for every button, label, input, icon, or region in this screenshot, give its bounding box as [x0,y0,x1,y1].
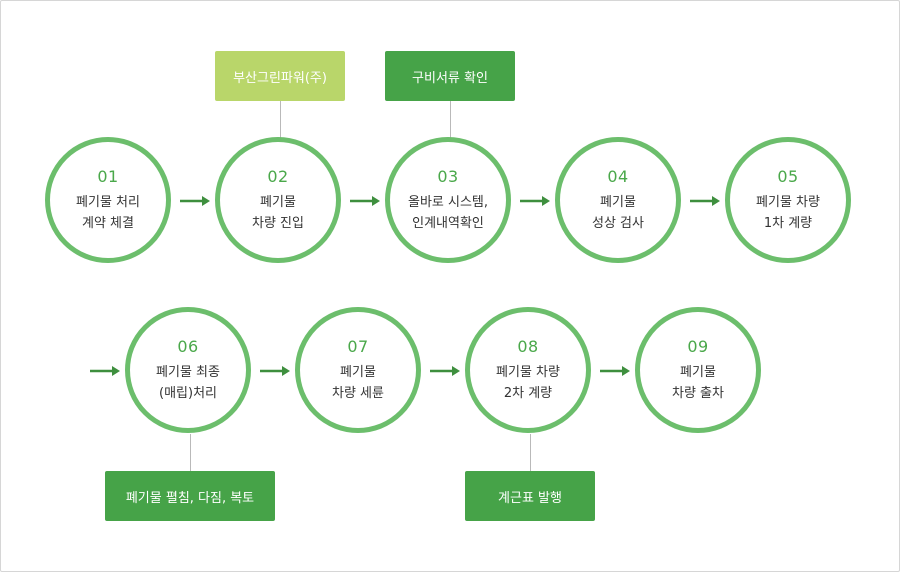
tag-weighing-ticket: 계근표 발행 [465,471,595,521]
step-number: 02 [267,166,289,186]
step-04: 04 폐기물 성상 검사 [555,137,681,263]
step-08: 08 폐기물 차량 2차 계량 [465,307,591,433]
arrow-right-icon [90,366,120,376]
step-label-line2: 차량 진입 [252,215,304,231]
tag-label: 구비서류 확인 [412,70,488,86]
arrow-right-icon [430,366,460,376]
tag-busan-green-power: 부산그린파워(주) [215,51,345,101]
step-label-line2: (매립)처리 [159,385,217,401]
step-label-line2: 성상 검사 [592,215,644,231]
step-02: 02 폐기물 차량 진입 [215,137,341,263]
connector-step03-tag [450,101,451,139]
tag-spread-compact-cover: 폐기물 펼침, 다짐, 복토 [105,471,275,521]
step-label-line2: 2차 계량 [503,385,553,401]
step-01: 01 폐기물 처리 계약 체결 [45,137,171,263]
connector-step02-tag [280,101,281,139]
step-label-line1: 폐기물 최종 [156,364,220,380]
step-number: 07 [347,336,369,356]
arrow-right-icon [260,366,290,376]
step-number: 06 [177,336,199,356]
connector-step08-tag [530,434,531,472]
tag-label: 계근표 발행 [498,490,562,506]
tag-label: 폐기물 펼침, 다짐, 복토 [125,490,255,506]
step-06: 06 폐기물 최종 (매립)처리 [125,307,251,433]
tag-document-check: 구비서류 확인 [385,51,515,101]
step-number: 08 [517,336,539,356]
step-label-line1: 폐기물 [260,194,296,210]
step-label-line2: 계약 체결 [82,215,134,231]
step-label-line1: 폐기물 [600,194,636,210]
step-label-line2: 차량 출차 [672,385,724,401]
step-label-line1: 폐기물 [680,364,716,380]
step-label-line2: 차량 세륜 [332,385,384,401]
step-label-line1: 폐기물 차량 [756,194,820,210]
step-label-line2: 1차 계량 [763,215,813,231]
step-number: 03 [437,166,459,186]
step-number: 01 [97,166,119,186]
step-number: 09 [687,336,709,356]
arrow-right-icon [600,366,630,376]
connector-step06-tag [190,434,191,472]
step-label-line2: 인계내역확인 [412,215,484,231]
step-09: 09 폐기물 차량 출차 [635,307,761,433]
step-number: 04 [607,166,629,186]
step-07: 07 폐기물 차량 세륜 [295,307,421,433]
step-label-line1: 올바로 시스템, [407,194,489,210]
step-number: 05 [777,166,799,186]
tag-label: 부산그린파워(주) [233,70,327,86]
arrow-right-icon [690,196,720,206]
step-05: 05 폐기물 차량 1차 계량 [725,137,851,263]
step-label-line1: 폐기물 차량 [496,364,560,380]
step-03: 03 올바로 시스템, 인계내역확인 [385,137,511,263]
step-label-line1: 폐기물 [340,364,376,380]
arrow-right-icon [350,196,380,206]
step-label-line1: 폐기물 처리 [76,194,140,210]
arrow-right-icon [520,196,550,206]
arrow-right-icon [180,196,210,206]
